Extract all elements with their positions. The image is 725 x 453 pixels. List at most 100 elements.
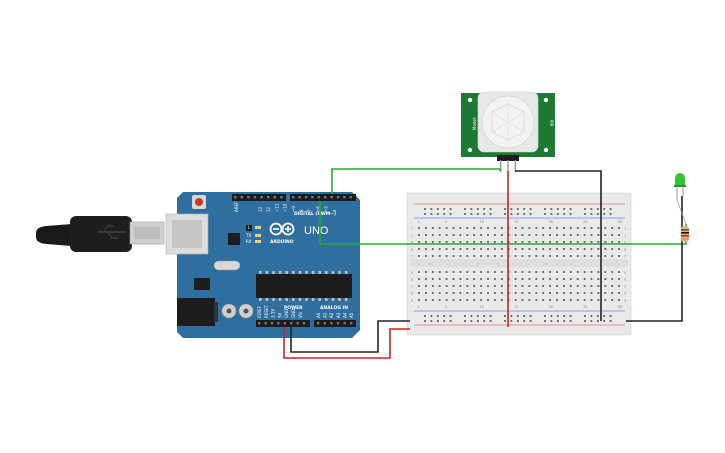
breadboard-hole[interactable] <box>514 271 517 273</box>
breadboard-hole[interactable] <box>500 285 503 287</box>
breadboard-hole[interactable] <box>452 255 455 257</box>
breadboard-hole[interactable] <box>452 227 455 229</box>
breadboard-hole[interactable] <box>576 278 579 280</box>
breadboard-hole[interactable] <box>569 271 572 273</box>
breadboard-hole[interactable] <box>438 248 441 250</box>
breadboard-hole[interactable] <box>445 292 448 294</box>
breadboard-hole[interactable] <box>618 292 620 294</box>
breadboard-hole[interactable] <box>583 278 586 280</box>
header-pin[interactable] <box>343 322 346 325</box>
breadboard-hole[interactable] <box>597 227 600 229</box>
breadboard-hole[interactable] <box>576 241 579 243</box>
breadboard-hole[interactable] <box>576 248 579 250</box>
breadboard-hole[interactable] <box>514 234 517 236</box>
breadboard-hole[interactable] <box>576 299 579 301</box>
breadboard-hole[interactable] <box>418 248 420 250</box>
breadboard-hole[interactable] <box>489 315 492 317</box>
breadboard-hole[interactable] <box>464 315 466 317</box>
breadboard-hole[interactable] <box>618 234 620 236</box>
breadboard-hole[interactable] <box>563 320 566 322</box>
breadboard-hole[interactable] <box>425 248 427 250</box>
breadboard-hole[interactable] <box>549 271 551 273</box>
breadboard-hole[interactable] <box>597 248 600 250</box>
breadboard-hole[interactable] <box>569 320 572 322</box>
header-pin[interactable] <box>317 322 320 325</box>
breadboard-hole[interactable] <box>549 285 551 287</box>
breadboard-hole[interactable] <box>584 208 586 210</box>
breadboard-hole[interactable] <box>549 278 551 280</box>
breadboard-hole[interactable] <box>466 234 469 236</box>
breadboard-hole[interactable] <box>563 234 565 236</box>
breadboard-hole[interactable] <box>466 299 469 301</box>
breadboard-hole[interactable] <box>425 227 427 229</box>
header-pin[interactable] <box>247 196 250 199</box>
breadboard-hole[interactable] <box>542 278 545 280</box>
breadboard-hole[interactable] <box>438 278 441 280</box>
breadboard-hole[interactable] <box>436 320 439 322</box>
breadboard-hole[interactable] <box>528 227 531 229</box>
breadboard-hole[interactable] <box>436 315 439 317</box>
breadboard-hole[interactable] <box>521 255 524 257</box>
breadboard-hole[interactable] <box>418 271 420 273</box>
breadboard-hole[interactable] <box>500 271 503 273</box>
breadboard-hole[interactable] <box>504 320 506 322</box>
breadboard-hole[interactable] <box>480 278 482 280</box>
breadboard-hole[interactable] <box>556 234 558 236</box>
breadboard-hole[interactable] <box>521 299 524 301</box>
breadboard-hole[interactable] <box>425 234 427 236</box>
breadboard-hole[interactable] <box>476 315 479 317</box>
breadboard-hole[interactable] <box>542 292 545 294</box>
breadboard-hole[interactable] <box>556 315 559 317</box>
breadboard-hole[interactable] <box>576 234 579 236</box>
breadboard-hole[interactable] <box>430 213 433 215</box>
wire-led-gnd[interactable] <box>626 196 683 322</box>
breadboard-hole[interactable] <box>487 292 489 294</box>
breadboard-hole[interactable] <box>418 241 420 243</box>
breadboard-hole[interactable] <box>445 227 448 229</box>
breadboard-hole[interactable] <box>576 227 579 229</box>
breadboard-hole[interactable] <box>510 320 513 322</box>
breadboard-hole[interactable] <box>487 227 489 229</box>
breadboard-hole[interactable] <box>459 285 462 287</box>
breadboard-hole[interactable] <box>596 208 599 210</box>
breadboard-hole[interactable] <box>590 292 593 294</box>
breadboard-hole[interactable] <box>528 234 531 236</box>
breadboard-hole[interactable] <box>618 278 620 280</box>
breadboard-hole[interactable] <box>510 213 513 215</box>
breadboard-hole[interactable] <box>476 213 479 215</box>
breadboard-hole[interactable] <box>549 292 551 294</box>
breadboard-hole[interactable] <box>618 241 620 243</box>
breadboard-hole[interactable] <box>464 320 466 322</box>
wire-5v[interactable] <box>283 327 410 359</box>
breadboard-hole[interactable] <box>489 320 492 322</box>
breadboard-hole[interactable] <box>489 213 492 215</box>
breadboard-hole[interactable] <box>583 241 586 243</box>
breadboard-hole[interactable] <box>521 241 524 243</box>
breadboard-hole[interactable] <box>489 208 492 210</box>
breadboard-hole[interactable] <box>583 292 586 294</box>
breadboard-hole[interactable] <box>542 271 545 273</box>
wire-pir-signal[interactable] <box>331 168 501 194</box>
breadboard-hole[interactable] <box>480 271 482 273</box>
breadboard-hole[interactable] <box>528 255 531 257</box>
breadboard-hole[interactable] <box>459 271 462 273</box>
breadboard-hole[interactable] <box>544 213 546 215</box>
breadboard-hole[interactable] <box>466 285 469 287</box>
breadboard-hole[interactable] <box>523 315 526 317</box>
breadboard-hole[interactable] <box>514 241 517 243</box>
breadboard-hole[interactable] <box>609 213 612 215</box>
breadboard-hole[interactable] <box>418 292 420 294</box>
digital-header-left[interactable] <box>232 194 286 201</box>
breadboard-hole[interactable] <box>500 299 503 301</box>
breadboard-hole[interactable] <box>418 234 420 236</box>
breadboard-hole[interactable] <box>529 213 532 215</box>
breadboard-hole[interactable] <box>459 241 462 243</box>
breadboard-hole[interactable] <box>445 299 448 301</box>
breadboard-hole[interactable] <box>459 227 462 229</box>
breadboard-hole[interactable] <box>618 271 620 273</box>
breadboard-hole[interactable] <box>436 208 439 210</box>
breadboard-hole[interactable] <box>550 208 553 210</box>
breadboard-hole[interactable] <box>431 241 434 243</box>
breadboard-hole[interactable] <box>500 234 503 236</box>
